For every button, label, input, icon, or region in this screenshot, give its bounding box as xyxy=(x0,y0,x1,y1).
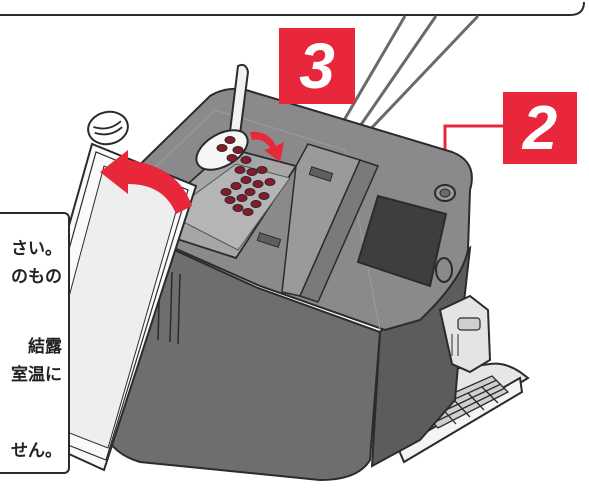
note-line-5: 室温に xyxy=(11,360,62,385)
step-3-badge: 3 xyxy=(279,28,355,104)
callout-frame xyxy=(0,0,589,16)
step-2-badge: 2 xyxy=(503,92,577,164)
note-line-7: せん。 xyxy=(11,436,62,461)
caution-note: さい。 のもの 結露 室温に せん。 xyxy=(0,212,70,474)
coffee-bean-icon xyxy=(85,108,131,148)
note-line-2: のもの xyxy=(11,262,62,287)
note-line-1: さい。 xyxy=(11,234,62,259)
side-dial xyxy=(436,258,452,282)
note-line-4: 結露 xyxy=(28,332,62,357)
